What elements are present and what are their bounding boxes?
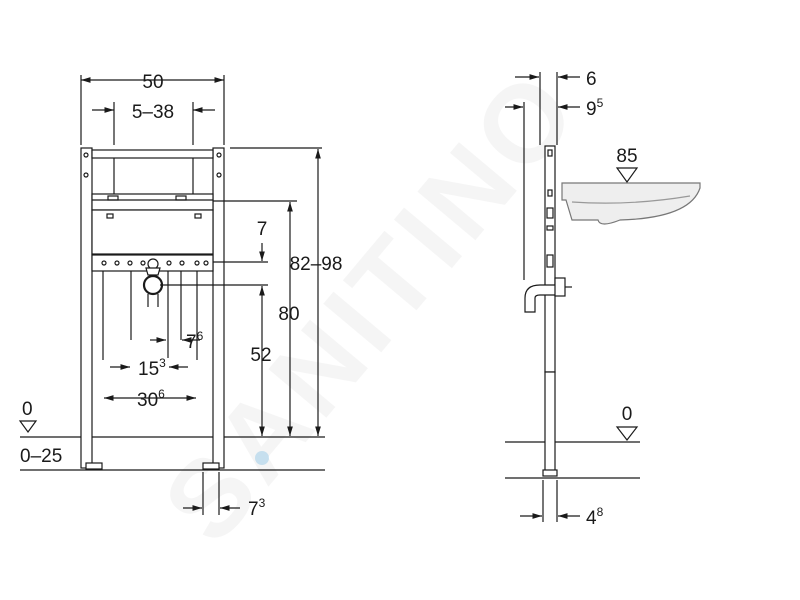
label-side-floor-level: 0	[622, 404, 633, 425]
label-floor-level: 0	[22, 399, 33, 420]
label-depth-6: 6	[586, 69, 597, 90]
panel	[91, 209, 214, 255]
drain-trap-icon	[524, 277, 572, 313]
left-upright	[80, 147, 93, 469]
label-width-total: 50	[142, 72, 163, 93]
watermark: SANITINO	[255, 451, 269, 465]
label-height-80: 80	[278, 304, 299, 325]
label-basin-height: 85	[616, 146, 637, 167]
top-rail	[91, 149, 214, 159]
side-level-marker-icon	[615, 426, 639, 441]
front-view	[18, 75, 325, 515]
label-gap-7: 7	[257, 219, 268, 240]
side-view	[505, 72, 701, 522]
label-side-foot: 48	[586, 505, 604, 529]
label-spacing-7: 76	[186, 329, 204, 353]
basin-level-marker-icon	[615, 167, 639, 184]
side-leg	[544, 371, 556, 473]
front-view-labels: 50 5–38 82–98 80 52 7 76 153 306 0 0–25 …	[20, 72, 342, 520]
label-height-total: 82–98	[290, 254, 343, 275]
right-upright	[212, 147, 225, 469]
label-height-52: 52	[250, 345, 271, 366]
watermark-drop-icon	[255, 451, 269, 465]
label-spacing-15: 153	[138, 356, 166, 380]
right-foot	[202, 462, 220, 470]
label-floor-range: 0–25	[20, 446, 62, 467]
label-depth-9: 95	[586, 96, 604, 120]
label-foot-width: 73	[248, 496, 266, 520]
left-foot	[85, 462, 103, 470]
level-marker-icon	[18, 420, 38, 434]
basin-outline	[561, 182, 701, 225]
side-view-labels: 6 95 85 0 48	[586, 69, 638, 529]
label-width-range: 5–38	[132, 102, 174, 123]
label-spacing-30: 306	[137, 387, 165, 411]
